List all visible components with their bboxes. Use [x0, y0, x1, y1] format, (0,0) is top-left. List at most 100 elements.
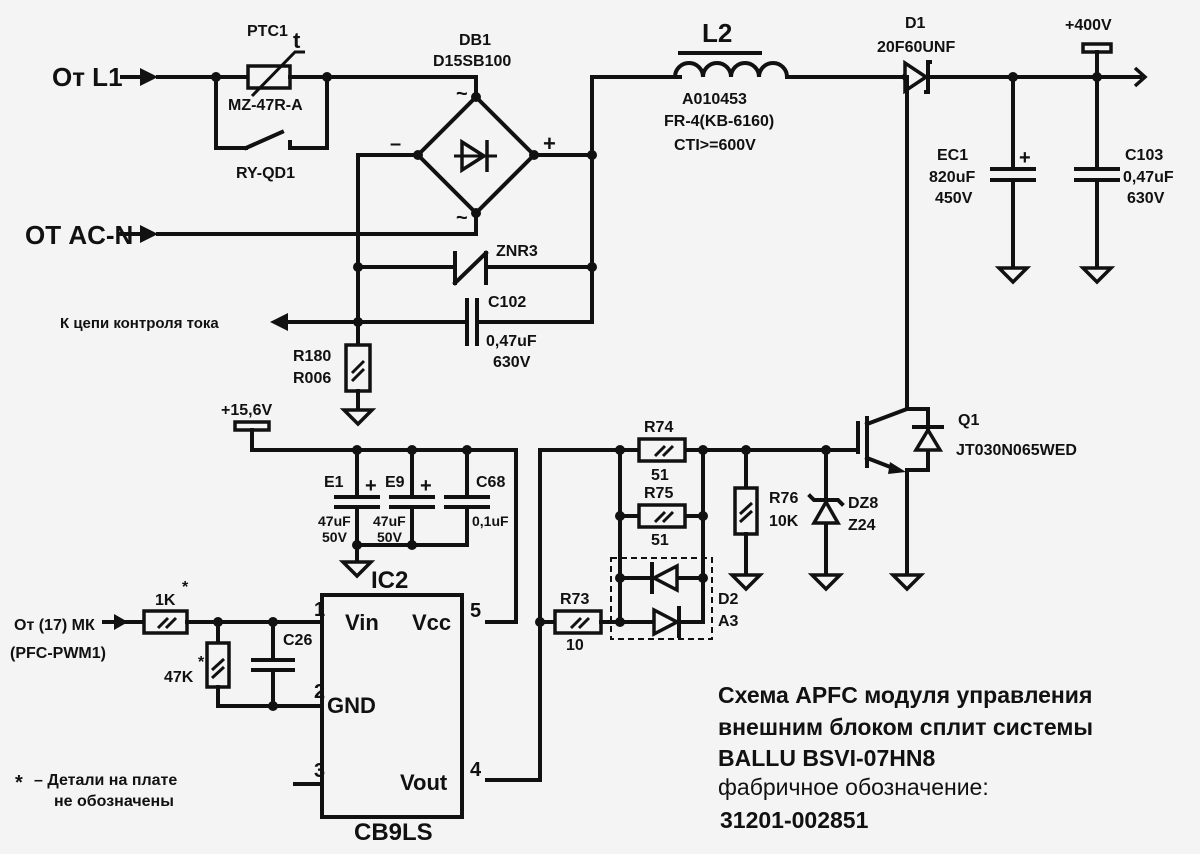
resistor-47k: 47K * — [164, 620, 324, 708]
r74-value: 51 — [651, 467, 669, 484]
c26-ref: C26 — [283, 632, 312, 649]
label-input-acn: ОТ AC-N — [25, 220, 133, 250]
e1-plus: + — [365, 475, 377, 497]
footnote: * – Детали на плате не обозначены — [15, 772, 177, 810]
ground-icon — [888, 573, 926, 592]
znr3-ref: ZNR3 — [496, 243, 538, 260]
ground-icon — [994, 266, 1032, 285]
ic2-pin2-num: 2 — [314, 681, 325, 703]
input-arrow-icon — [140, 68, 158, 86]
r180-value: R006 — [293, 370, 331, 387]
e9-voltage: 50V — [377, 529, 403, 545]
r47k-star: * — [198, 654, 205, 671]
ptc1-part: MZ-47R-A — [228, 97, 303, 114]
label-input-mk-sub: (PFC-PWM1) — [10, 645, 106, 662]
e9-value: 47uF — [373, 513, 406, 529]
ptc1-thermistor: PTC1 t MZ-47R-A — [214, 23, 329, 114]
vcc-label: +15,6V — [221, 402, 272, 419]
e1-value: 47uF — [318, 513, 351, 529]
e9-plus: + — [420, 475, 432, 497]
c68-ref: C68 — [476, 474, 505, 491]
ground-icon — [338, 560, 376, 579]
relay-ry-qd1: RY-QD1 — [214, 75, 329, 182]
r47k-value: 47K — [164, 669, 194, 686]
ptc1-ref: PTC1 — [247, 23, 288, 40]
l2-line3: CTI>=600V — [674, 137, 756, 154]
diode-d1: D1 20F60UNF — [877, 15, 1027, 95]
db1-minus: – — [390, 133, 401, 155]
ptc1-t: t — [293, 28, 301, 53]
ic2-pin3-num: 3 — [314, 760, 325, 782]
input-l1: От L1 — [52, 62, 158, 92]
output-arrow-icon — [270, 313, 288, 331]
capacitor-c26: C26 — [251, 620, 312, 711]
caption-line2: внешним блоком сплит системы — [718, 714, 1093, 740]
l2-ref: L2 — [702, 18, 732, 48]
igbt-q1: Q1 JT030N065WED — [856, 75, 1077, 592]
r180-ref: R180 — [293, 348, 331, 365]
resistor-r180: R180 R006 — [293, 343, 377, 427]
r1k-value: 1K — [155, 592, 176, 609]
ic2-pin5-num: 5 — [470, 600, 481, 622]
rail-400v: +400V — [1065, 17, 1113, 79]
db1-ref: DB1 — [459, 32, 491, 49]
caption-line4: фабричное обозначение: — [718, 774, 989, 800]
d2-part: A3 — [718, 613, 739, 630]
ic2-part: CB9LS — [354, 819, 433, 846]
r76-ref: R76 — [769, 490, 798, 507]
vout-label: +400V — [1065, 17, 1112, 34]
db1-part: D15SB100 — [433, 53, 511, 70]
bridge-rectifier-db1: DB1 D15SB100 ~ ~ – + — [390, 32, 556, 229]
e1-voltage: 50V — [322, 529, 348, 545]
ground-icon — [727, 573, 765, 592]
resistor-1k: 1K * — [142, 579, 189, 635]
c102-ref: C102 — [488, 294, 526, 311]
c103-ref: C103 — [1125, 147, 1163, 164]
relay-ref: RY-QD1 — [236, 165, 295, 182]
caption: Схема APFC модуля управления внешним бло… — [718, 682, 1093, 833]
capacitor-c102: C102 0,47uF 630V — [356, 265, 594, 371]
diode-pair-d2: D2 A3 — [610, 557, 739, 640]
output-current-control: К цепи контроля тока — [60, 313, 363, 332]
rail-15v6: +15,6V — [221, 402, 518, 624]
capacitor-ec1: + EC1 820uF 450V — [929, 75, 1036, 285]
caption-line3: BALLU BSVI-07HN8 — [718, 745, 935, 771]
resistor-r75: R75 51 — [615, 448, 708, 624]
c68-value: 0,1uF — [472, 513, 509, 529]
ic2-ref: IC2 — [371, 567, 408, 594]
capacitor-c68: C68 0,1uF — [352, 445, 509, 550]
capacitor-c103: C103 0,47uF 630V — [1074, 75, 1174, 285]
note-star: * — [15, 772, 23, 794]
c103-value: 0,47uF — [1123, 169, 1174, 186]
c103-voltage: 630V — [1127, 190, 1165, 207]
label-input-mk: От (17) МК — [14, 617, 95, 634]
l2-line2: FR-4(KB-6160) — [664, 113, 774, 130]
capacitor-e1: + E1 47uF 50V — [318, 445, 380, 567]
ec1-voltage: 450V — [935, 190, 973, 207]
resistor-r73: R73 10 — [538, 591, 622, 654]
ground-icon — [1078, 266, 1116, 285]
e9-ref: E9 — [385, 474, 405, 491]
ground-icon — [807, 573, 845, 592]
ic2-pin5-name: Vcc — [412, 610, 451, 635]
caption-line1: Схема APFC модуля управления — [718, 682, 1092, 708]
note-line2: не обозначены — [54, 793, 174, 810]
r74-ref: R74 — [644, 419, 673, 436]
dz8-value: Z24 — [848, 517, 876, 534]
db1-ac-top: ~ — [456, 83, 468, 105]
input-mk: От (17) МК (PFC-PWM1) — [10, 614, 146, 662]
inductor-l2: L2 A010453 FR-4(KB-6160) CTI>=600V — [664, 18, 790, 154]
label-input-l1: От L1 — [52, 62, 123, 92]
db1-ac-bottom: ~ — [456, 207, 468, 229]
q1-ref: Q1 — [958, 412, 979, 429]
varistor-znr3: ZNR3 — [353, 243, 597, 286]
ic2-pin2-name: GND — [327, 693, 376, 718]
d1-ref: D1 — [905, 15, 926, 32]
input-acn: ОТ AC-N — [25, 220, 158, 250]
output-arrow-icon — [1133, 66, 1148, 88]
label-current-control: К цепи контроля тока — [60, 315, 219, 332]
d1-part: 20F60UNF — [877, 39, 955, 56]
r76-value: 10K — [769, 513, 799, 530]
